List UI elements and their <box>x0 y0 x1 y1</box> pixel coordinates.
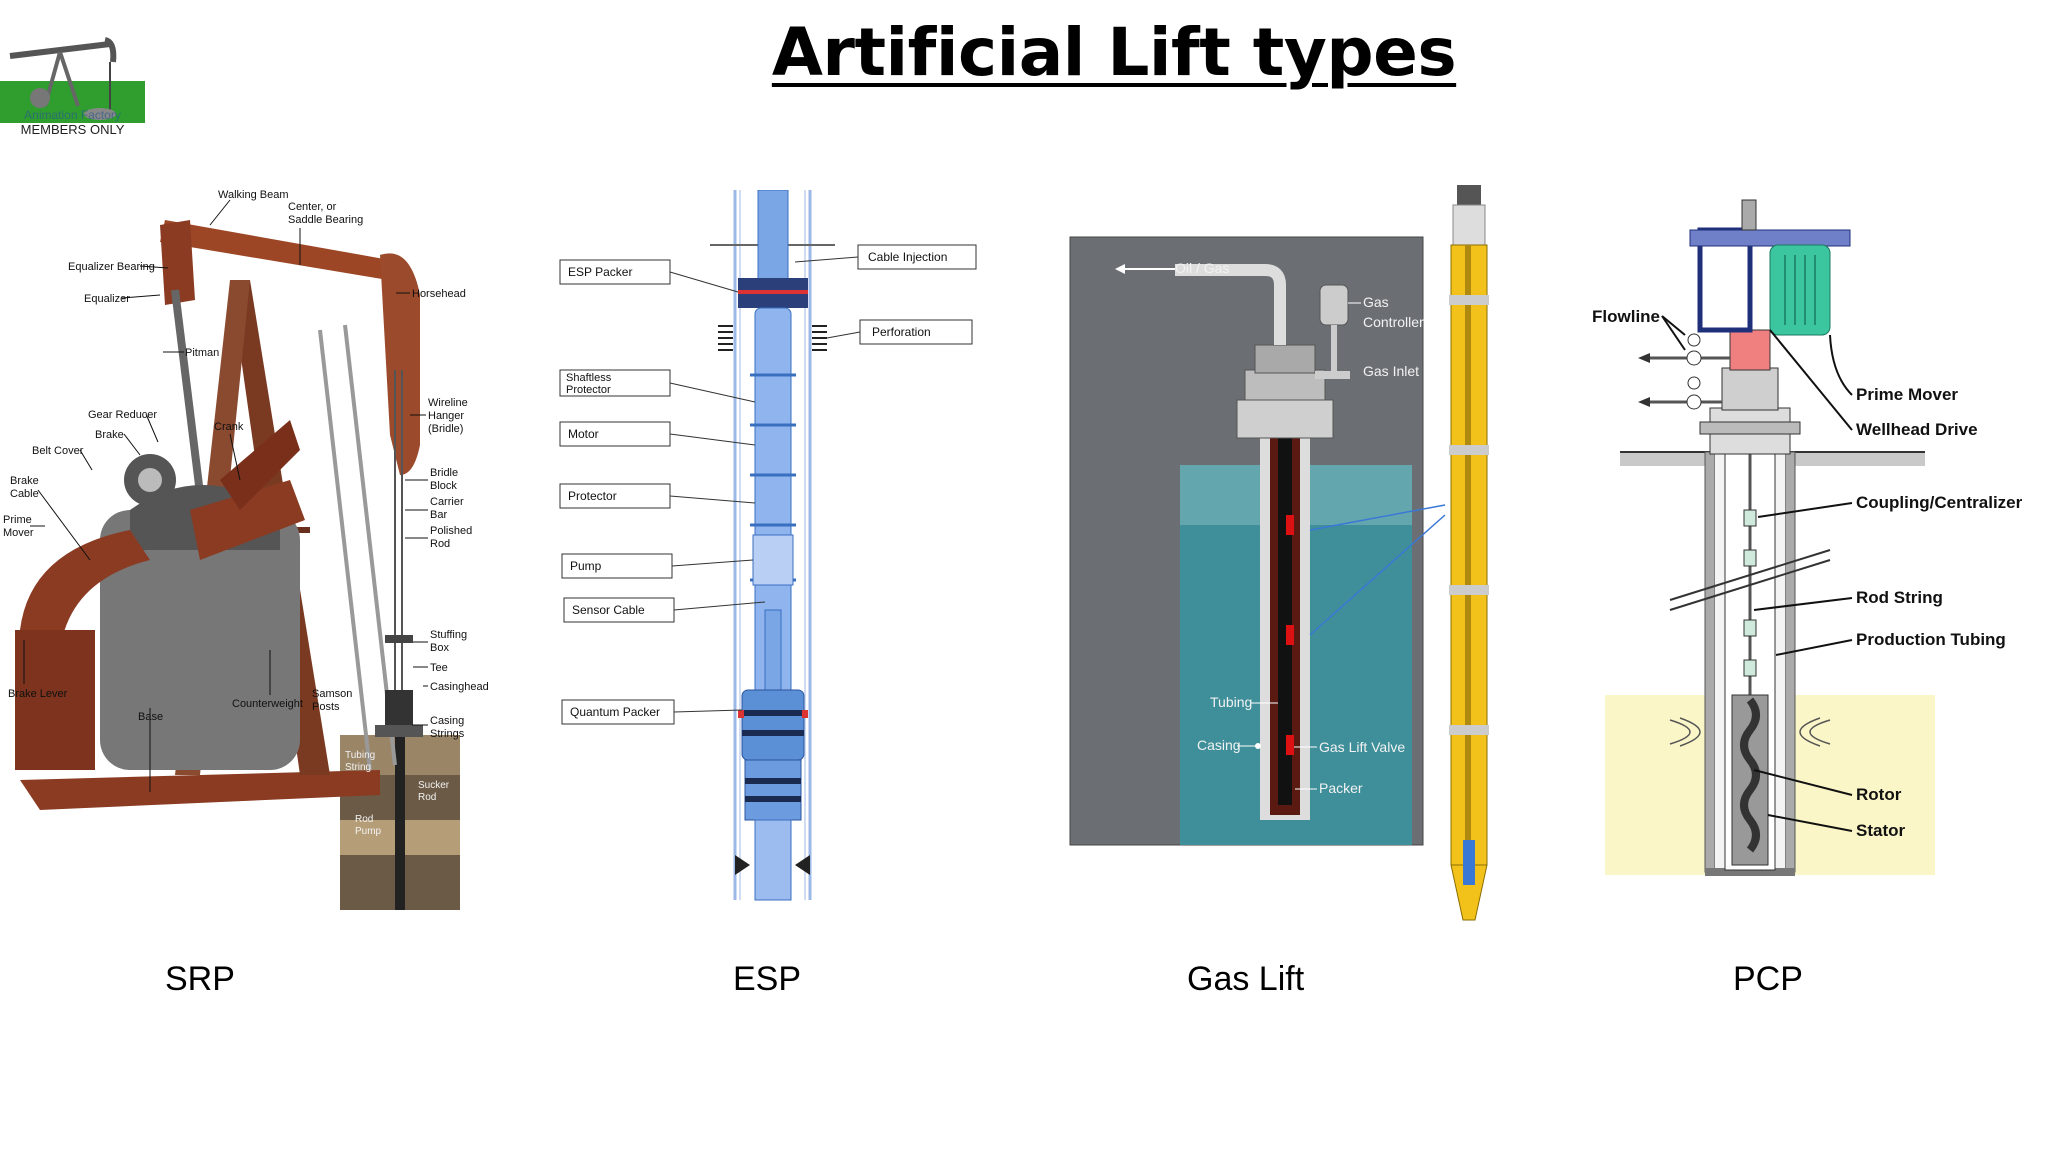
pcp-label-coupling: Coupling/Centralizer <box>1856 493 2023 512</box>
srp-label-casinghead: Casinghead <box>430 681 489 693</box>
srp-label-tubing-1: Tubing <box>345 750 375 761</box>
gas-lift-label-packer: Packer <box>1319 780 1363 796</box>
esp-quantum-packer-body <box>741 689 805 761</box>
srp-label-pitman: Pitman <box>185 347 219 359</box>
srp-label-center-2: Saddle Bearing <box>288 214 363 226</box>
gas-lift-label-gas-inlet: Gas Inlet <box>1363 363 1419 379</box>
srp-label-gear-reducer: Gear Reducer <box>88 409 157 421</box>
srp-label-prime-mover-2: Mover <box>3 527 34 539</box>
srp-label-stuffing-1: Stuffing <box>430 629 467 641</box>
esp-label-protector: Protector <box>568 489 617 503</box>
esp-label-shaftless-2: Protector <box>566 384 611 396</box>
gas-lift-caption: Gas Lift <box>1187 960 1305 998</box>
srp-label-bridle-2: Block <box>430 480 457 492</box>
srp-prime-mover <box>15 630 95 770</box>
gas-lift-valves <box>1286 515 1294 755</box>
srp-label-sucker-2: Rod <box>418 792 436 803</box>
srp-label-pump-1: Rod <box>355 814 373 825</box>
gas-lift-label-casing: Casing <box>1197 737 1241 753</box>
srp-label-base: Base <box>138 711 163 723</box>
srp-label-carrier-2: Bar <box>430 509 447 521</box>
srp-well-string <box>395 700 405 910</box>
esp-diagram: ESP Packer Cable Injection Perforation S… <box>550 190 990 910</box>
gas-lift-label-oil-gas: Oil / Gas <box>1175 260 1229 276</box>
gas-lift-label-gas-controller-2: Controller <box>1363 314 1424 330</box>
esp-label-motor: Motor <box>568 427 599 441</box>
srp-label-center-1: Center, or <box>288 201 337 213</box>
srp-label-samson-1: Samson <box>312 688 352 700</box>
srp-gear-reducer <box>100 510 300 770</box>
pcp-label-flowline: Flowline <box>1592 307 1660 326</box>
esp-label-quantum-packer: Quantum Packer <box>570 705 660 719</box>
srp-label-wireline-1: Wireline <box>428 397 468 409</box>
pcp-label-stator: Stator <box>1856 821 1906 840</box>
srp-label-brake-cable-1: Brake <box>10 475 39 487</box>
srp-label-brake-cable-2: Cable <box>10 488 39 500</box>
srp-label-brake: Brake <box>95 429 124 441</box>
srp-crank <box>190 480 305 560</box>
gas-lift-label-tubing: Tubing <box>1210 694 1252 710</box>
srp-label-samson-2: Posts <box>312 701 340 713</box>
gas-lift-label-gas-lift-valve: Gas Lift Valve <box>1319 739 1405 755</box>
logo-caption: MEMBERS ONLY <box>20 122 125 137</box>
pcp-stator <box>1731 694 1769 866</box>
srp-belt-cover <box>20 530 150 650</box>
esp-label-sensor-cable: Sensor Cable <box>572 603 645 617</box>
srp-label-casing-1: Casing <box>430 715 464 727</box>
srp-label-prime-mover-1: Prime <box>3 514 32 526</box>
pcp-label-rod-string: Rod String <box>1856 588 1943 607</box>
esp-label-shaftless-1: Shaftless <box>566 372 612 384</box>
pcp-label-production-tubing: Production Tubing <box>1856 630 2006 649</box>
srp-label-polished-2: Rod <box>430 538 450 550</box>
srp-label-stuffing-2: Box <box>430 642 449 654</box>
pcp-rotor <box>1740 697 1760 853</box>
srp-label-bridle-1: Bridle <box>430 467 458 479</box>
pcp-caption: PCP <box>1733 960 1803 998</box>
pcp-wellhead-drive <box>1729 329 1771 371</box>
slide-title: Artificial Lift types <box>771 14 1457 91</box>
gas-lift-label-gas-controller-1: Gas <box>1363 294 1389 310</box>
pcp-label-wellhead-drive: Wellhead Drive <box>1856 420 1978 439</box>
gas-lift-diagram: Oil / Gas Gas Controller Gas Inlet Tubin… <box>1065 185 1515 925</box>
srp-label-wireline-3: (Bridle) <box>428 423 463 435</box>
esp-label-esp-packer: ESP Packer <box>568 265 632 279</box>
srp-label-casing-2: Strings <box>430 728 465 740</box>
pcp-drive-frame <box>1689 229 1851 247</box>
esp-label-pump: Pump <box>570 559 602 573</box>
pcp-label-rotor: Rotor <box>1856 785 1902 804</box>
srp-label-equalizer-bearing: Equalizer Bearing <box>68 261 155 273</box>
srp-counterweight <box>220 420 300 510</box>
esp-label-perforation: Perforation <box>872 325 931 339</box>
srp-label-crank: Crank <box>214 421 244 433</box>
srp-label-sucker-1: Sucker <box>418 780 450 791</box>
srp-label-wireline-2: Hanger <box>428 410 464 422</box>
srp-label-walking-beam: Walking Beam <box>218 189 289 201</box>
pumpjack-logo <box>0 36 150 148</box>
logo-overlay-text: Animation Factory <box>24 108 121 122</box>
pcp-prime-mover <box>1769 244 1831 336</box>
pcp-label-prime-mover: Prime Mover <box>1856 385 1958 404</box>
srp-walking-beam <box>160 220 390 280</box>
esp-caption: ESP <box>733 960 802 998</box>
pcp-diagram: Flowline Prime Mover Wellhead Drive Coup… <box>1590 190 2030 910</box>
srp-label-brake-lever: Brake Lever <box>8 688 68 700</box>
srp-caption: SRP <box>165 960 235 998</box>
srp-base <box>20 770 380 810</box>
srp-label-belt-cover: Belt Cover <box>32 445 84 457</box>
srp-label-tubing-2: String <box>345 762 371 773</box>
esp-perforation-marks <box>718 325 827 351</box>
pcp-couplings <box>1743 509 1757 677</box>
srp-diagram: Walking Beam Center, or Saddle Bearing E… <box>0 180 500 910</box>
srp-label-equalizer: Equalizer <box>84 293 130 305</box>
srp-label-polished-1: Polished <box>430 525 472 537</box>
srp-label-counterweight: Counterweight <box>232 698 303 710</box>
srp-label-carrier-1: Carrier <box>430 496 464 508</box>
srp-label-pump-2: Pump <box>355 826 382 837</box>
srp-horsehead <box>380 253 420 475</box>
srp-label-horsehead: Horsehead <box>412 288 466 300</box>
srp-label-tee: Tee <box>430 662 448 674</box>
esp-label-cable-injection: Cable Injection <box>868 250 947 264</box>
